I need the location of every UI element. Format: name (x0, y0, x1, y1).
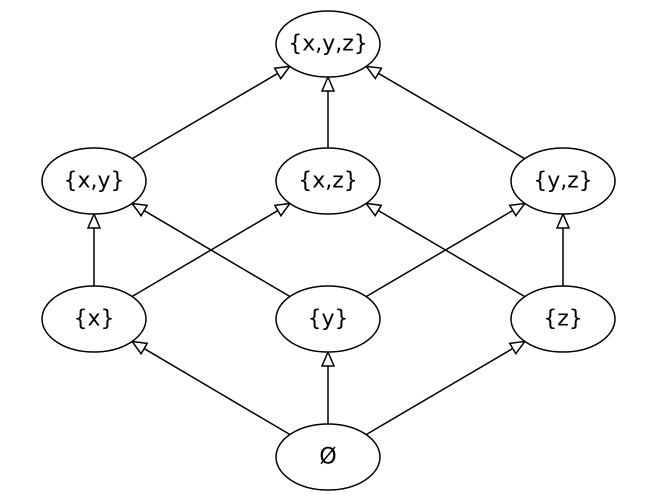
node-yz: {y,z} (510, 147, 616, 215)
node-ellipse (275, 285, 381, 353)
node-label: {x} (73, 307, 114, 332)
edge-yz-to-xyz (364, 65, 526, 160)
arrow-head-icon (273, 65, 292, 80)
edge-line (365, 209, 514, 298)
arrow-head-icon (508, 340, 527, 356)
node-xyz: {x,y,z} (275, 10, 381, 78)
edge-xy-to-xyz (131, 65, 292, 160)
arrow-head-icon (364, 65, 383, 80)
node-empty: Ø (275, 423, 381, 491)
node-label: {y} (307, 307, 348, 332)
arrow-head-icon (555, 212, 571, 229)
arrow-head-icon (130, 202, 149, 218)
edge-line (131, 209, 279, 298)
edge-line (377, 209, 526, 298)
node-x: {x} (41, 285, 147, 353)
node-label: {x,y,z} (288, 32, 368, 57)
edge-y-to-xy (130, 202, 291, 298)
node-label: {z} (543, 307, 583, 332)
node-ellipse (275, 10, 381, 78)
node-y: {y} (275, 285, 381, 353)
node-xz: {x,z} (275, 147, 381, 215)
arrow-head-icon (320, 75, 336, 92)
edge-line (143, 347, 291, 436)
edges-layer (86, 65, 571, 436)
node-label: Ø (319, 445, 336, 470)
node-ellipse (41, 147, 147, 215)
edge-x-to-xy (86, 212, 102, 286)
edge-empty-to-y (320, 350, 336, 424)
edge-empty-to-x (130, 340, 291, 436)
arrow-head-icon (508, 202, 527, 218)
edge-line (365, 347, 514, 436)
node-label: {y,z} (533, 169, 593, 194)
edge-y-to-yz (365, 202, 527, 298)
node-label: {x,y} (63, 169, 124, 194)
edge-line (378, 72, 526, 160)
node-xy: {x,y} (41, 147, 147, 215)
edge-x-to-xz (131, 202, 292, 298)
arrow-head-icon (273, 202, 292, 218)
edge-empty-to-z (365, 340, 527, 436)
node-ellipse (275, 147, 381, 215)
arrow-head-icon (86, 212, 102, 229)
edge-z-to-yz (555, 212, 571, 286)
edge-line (143, 209, 291, 298)
arrow-head-icon (364, 202, 383, 218)
arrow-head-icon (130, 340, 149, 356)
node-ellipse (275, 423, 381, 491)
arrow-head-icon (320, 350, 336, 367)
node-ellipse (510, 285, 616, 353)
node-ellipse (510, 147, 616, 215)
edge-z-to-xz (364, 202, 526, 298)
node-ellipse (41, 285, 147, 353)
edge-line (131, 72, 279, 160)
edge-xz-to-xyz (320, 75, 336, 148)
node-z: {z} (510, 285, 616, 353)
nodes-layer: {x,y,z} {x,y} {x,z} {y,z} {x} {y} {z} Ø (41, 10, 616, 491)
node-label: {x,z} (298, 169, 358, 194)
